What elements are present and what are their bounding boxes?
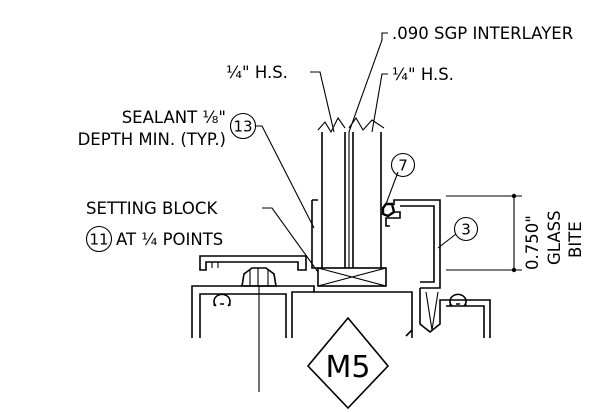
callout-3: 3	[453, 216, 479, 242]
svg-text:7: 7	[398, 157, 408, 175]
label-sealant-line1: SEALANT ⅛"	[122, 108, 226, 127]
label-setting-block-line2: AT ¼ POINTS	[116, 230, 223, 249]
svg-text:13: 13	[233, 118, 252, 136]
detail-tag-m5: M5	[306, 316, 390, 410]
svg-text:3: 3	[461, 221, 471, 239]
label-dimension-value: 0.750"	[523, 215, 542, 270]
callout-13: 13	[229, 112, 257, 140]
left-cover-profile	[199, 255, 307, 271]
left-stop	[311, 199, 318, 269]
right-glazing-stop	[381, 199, 441, 289]
label-glass: GLASS	[545, 210, 564, 265]
label-hs-right: ¼" H.S.	[392, 65, 454, 84]
callout-11: 11	[85, 225, 113, 253]
label-hs-left: ¼" H.S.	[226, 63, 288, 82]
mullion-base	[191, 285, 491, 338]
label-interlayer: .090 SGP INTERLAYER	[392, 24, 573, 43]
label-bite: BITE	[566, 221, 585, 258]
screw-boss-left	[213, 293, 231, 307]
label-setting-block-line1: SETTING BLOCK	[86, 199, 218, 218]
glass-panel-right	[348, 116, 385, 268]
leader-lines	[256, 32, 457, 273]
callout-7: 7	[390, 152, 416, 178]
setting-block	[317, 267, 387, 287]
label-sealant-line2: DEPTH MIN. (TYP.)	[78, 130, 226, 149]
glass-panel-left	[317, 116, 346, 268]
glass-bite-dimension	[446, 193, 522, 273]
svg-text:11: 11	[89, 231, 108, 249]
svg-text:M5: M5	[326, 350, 371, 385]
